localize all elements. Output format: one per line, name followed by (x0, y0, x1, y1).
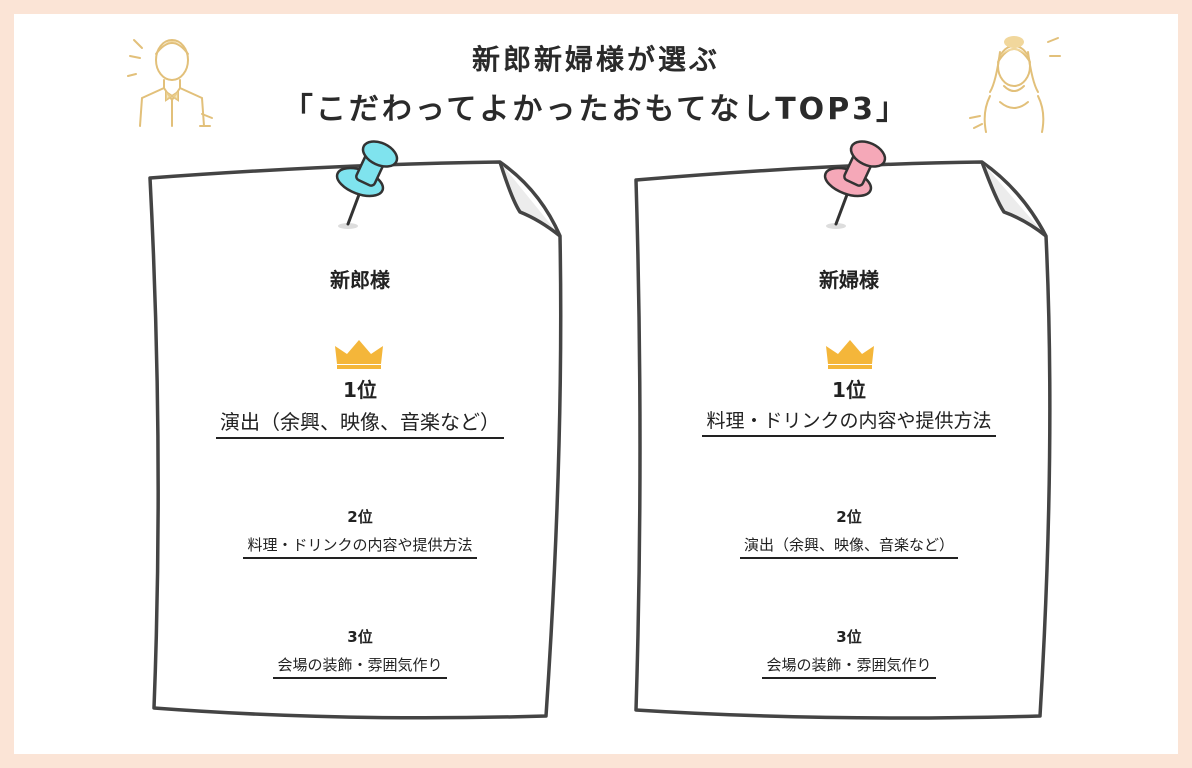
rank-label-2: 2位 (836, 508, 862, 526)
bride-icon (969, 36, 1061, 133)
rank-label-1: 1位 (832, 378, 866, 402)
rank-label-3: 3位 (347, 628, 373, 646)
page-title-line2: 「こだわってよかったおもてなしTOP3」 (282, 92, 910, 127)
paper-sheet-bride (634, 160, 1052, 720)
column-heading: 新郎様 (330, 268, 390, 292)
rank-item-3: 会場の装飾・雰囲気作り (145, 654, 575, 679)
crown-icon (826, 340, 874, 369)
rank-label-3: 3位 (836, 628, 862, 646)
rank-item-3: 会場の装飾・雰囲気作り (634, 654, 1064, 679)
rank-item-1: 演出（余興、映像、音楽など） (145, 406, 575, 439)
crown-icon (335, 340, 383, 369)
rank-item-2: 料理・ドリンクの内容や提供方法 (145, 534, 575, 559)
pushpin-icon (823, 140, 887, 229)
rank-label-1: 1位 (343, 378, 377, 402)
rank-label-2: 2位 (347, 508, 373, 526)
paper-sheet-groom (148, 160, 563, 720)
groom-icon (127, 39, 213, 127)
pushpin-icon (335, 140, 399, 229)
rank-item-2: 演出（余興、映像、音楽など） (634, 534, 1064, 559)
bride-column: 新婦様 1位 料理・ドリンクの内容や提供方法 2位 演出（余興、映像、音楽など）… (634, 0, 1064, 768)
rank-item-1: 料理・ドリンクの内容や提供方法 (634, 406, 1064, 437)
page-title-line1: 新郎新婦様が選ぶ (471, 43, 720, 76)
groom-column: 新郎様 1位 演出（余興、映像、音楽など） 2位 料理・ドリンクの内容や提供方法… (145, 0, 575, 768)
column-heading: 新婦様 (819, 268, 879, 292)
